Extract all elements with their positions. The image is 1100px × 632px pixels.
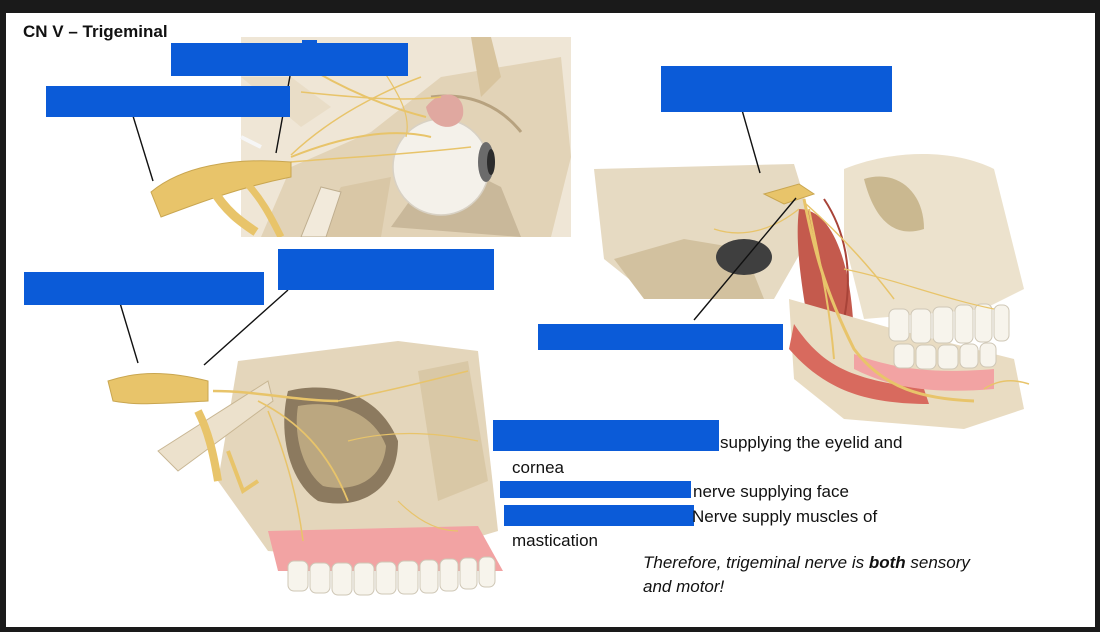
note-ophthalmic-text: supplying the eyelid and — [720, 433, 903, 452]
redacted-term-1 — [493, 420, 719, 451]
redacted-label-top-2 — [46, 86, 290, 117]
orbit-illustration — [150, 37, 571, 237]
note-line-1: supplying the eyelid and — [512, 431, 952, 456]
note-mandibular-text: Nerve supply muscles of — [692, 506, 878, 526]
note-line-3-cont: mastication — [512, 531, 598, 550]
redacted-term-2 — [500, 481, 691, 498]
redacted-label-maxilla-right — [278, 249, 494, 290]
redacted-label-mandible-bottom — [538, 324, 783, 350]
conclusion-line-2: and motor! — [643, 577, 725, 596]
note-line-2: nerve supplying face — [512, 480, 952, 505]
maxilla-illustration — [107, 341, 503, 596]
conclusion-text: Therefore, trigeminal nerve is both sens… — [643, 551, 1043, 599]
note-line-1-cont: cornea — [512, 457, 564, 477]
redacted-label-top-1 — [171, 43, 408, 76]
mandible-illustration — [594, 154, 1030, 429]
note-maxillary-text: nerve supplying face — [693, 482, 849, 501]
slide: CN V – Trigeminal — [6, 13, 1095, 627]
branch-notes: supplying the eyelid and cornea nerve su… — [512, 431, 952, 554]
conclusion-emphasis: both — [868, 553, 906, 572]
redacted-label-maxilla-left — [24, 272, 264, 305]
conclusion-after: sensory — [905, 553, 970, 572]
slide-title: CN V – Trigeminal — [23, 22, 168, 41]
redacted-label-top-1-tab — [302, 40, 317, 46]
redacted-term-3 — [504, 505, 694, 526]
note-line-3: Nerve supply muscles of — [512, 505, 952, 530]
leader-lines — [119, 75, 797, 366]
conclusion-before: Therefore, trigeminal nerve is — [643, 553, 869, 572]
redacted-label-mandible-top — [661, 66, 892, 112]
